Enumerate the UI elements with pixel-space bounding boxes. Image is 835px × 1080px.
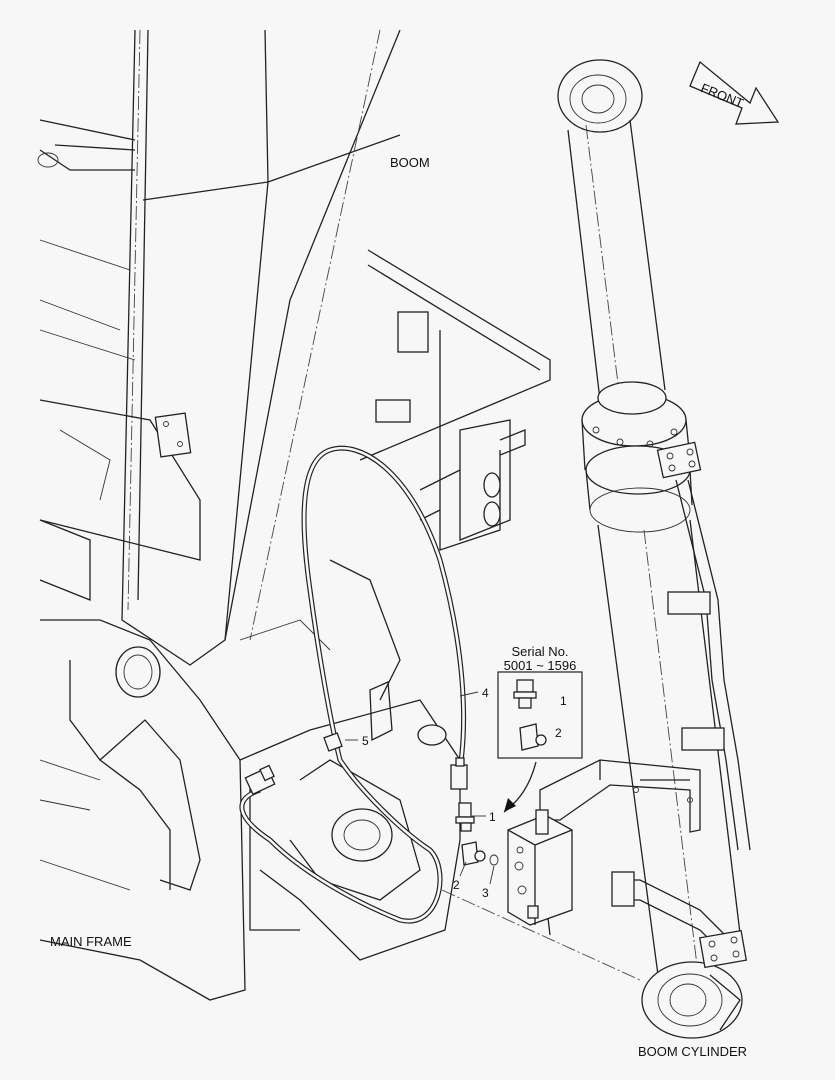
callout-5: 5	[362, 734, 369, 748]
front-arrow-icon: FRONT	[689, 60, 780, 125]
callout-1: 1	[489, 810, 496, 824]
main-frame-bracket	[39, 559, 461, 1001]
boom-cylinder	[557, 59, 743, 1039]
cylinder-pipe	[611, 441, 751, 969]
inset-callout-1: 1	[560, 694, 567, 708]
upper-frame	[37, 119, 551, 601]
boom-structure	[121, 29, 401, 666]
callout-leaders	[345, 691, 641, 981]
sensor-harness	[239, 445, 499, 924]
main-frame-label: MAIN FRAME	[50, 934, 132, 949]
serial-title: Serial No.	[511, 644, 568, 659]
callout-2: 2	[453, 878, 460, 892]
callout-3: 3	[482, 886, 489, 900]
valve-bracket	[507, 759, 701, 936]
callout-4: 4	[482, 686, 489, 700]
serial-range: 5001 ~ 1596	[504, 658, 577, 673]
inset-callout-2: 2	[555, 726, 562, 740]
boom-cylinder-label: BOOM CYLINDER	[638, 1044, 747, 1059]
serial-inset: 1 2	[497, 671, 583, 759]
boom-label: BOOM	[390, 155, 430, 170]
